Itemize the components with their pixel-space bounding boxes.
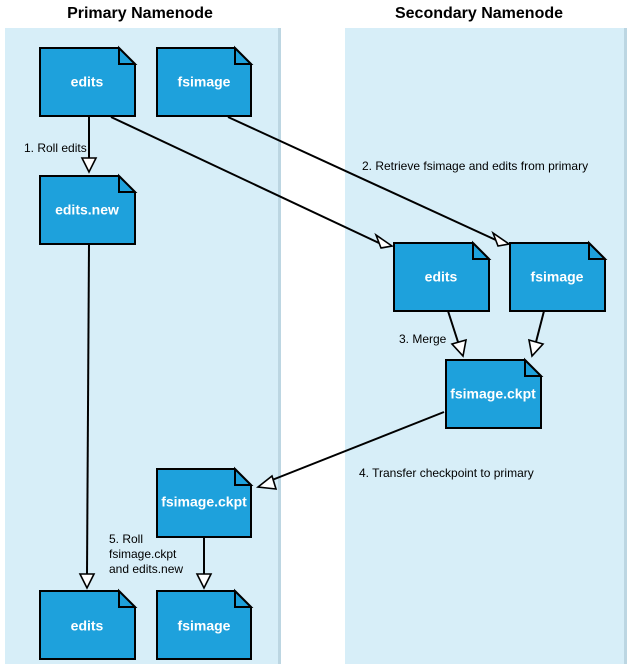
primary-namenode-title: Primary Namenode [67,5,213,22]
arrows [78,116,545,590]
step5-label-line1: 5. Roll [109,532,143,546]
roll-edits-arrowhead [80,157,98,174]
transfer-checkpoint-arrow [266,411,445,483]
step5-label-line2: fsimage.ckpt [109,547,177,561]
step4-label: 4. Transfer checkpoint to primary [359,466,534,480]
retrieve-edits-arrowhead [374,232,395,249]
primary-fsimage-document: fsimage [156,45,254,117]
primary-namenode-panel [5,28,281,664]
primary-edits-label: edits [71,74,104,90]
retrieve-fsimage-arrowhead [491,230,512,247]
step5-label-line3: and edits.new [109,562,183,576]
step1-label: 1. Roll edits [24,141,87,155]
transfer-checkpoint-arrowhead [255,474,278,490]
secondary-fsimage-document: fsimage [509,240,608,312]
secondary-fsimage-ckpt-document: fsimage.ckpt [445,357,544,429]
final-edits-label: edits [71,618,104,634]
final-fsimage-document: fsimage [156,588,254,660]
secondary-edits-document: edits [393,240,492,312]
merge-edits-arrowhead [450,338,468,358]
step3-label: 3. Merge [399,332,447,346]
primary-fsimage-label: fsimage [178,74,231,90]
secondary-namenode-title: Secondary Namenode [395,5,563,22]
secondary-namenode-panel [345,28,627,664]
roll-edits-new-arrow [86,243,90,575]
secondary-fsimage-ckpt-label: fsimage.ckpt [450,386,536,402]
retrieve-fsimage-arrow [227,116,499,242]
primary-edits-new-document: edits.new [39,173,138,245]
roll-fsimage-ckpt-arrowhead [195,573,213,590]
primary-edits-document: edits [39,45,138,117]
primary-edits-new-label: edits.new [55,202,119,218]
merge-fsimage-arrow [535,310,545,343]
secondary-edits-label: edits [425,269,458,285]
step2-label: 2. Retrieve fsimage and edits from prima… [362,159,588,173]
primary-fsimage-ckpt-document: fsimage.ckpt [156,466,254,538]
roll-edits-new-arrowhead [78,573,96,590]
merge-edits-arrow [447,310,459,343]
retrieve-edits-arrow [110,116,380,244]
merge-fsimage-arrowhead [527,338,545,358]
final-fsimage-label: fsimage [178,618,231,634]
secondary-fsimage-label: fsimage [531,269,584,285]
primary-fsimage-ckpt-label: fsimage.ckpt [161,494,247,510]
final-edits-document: edits [39,588,138,660]
